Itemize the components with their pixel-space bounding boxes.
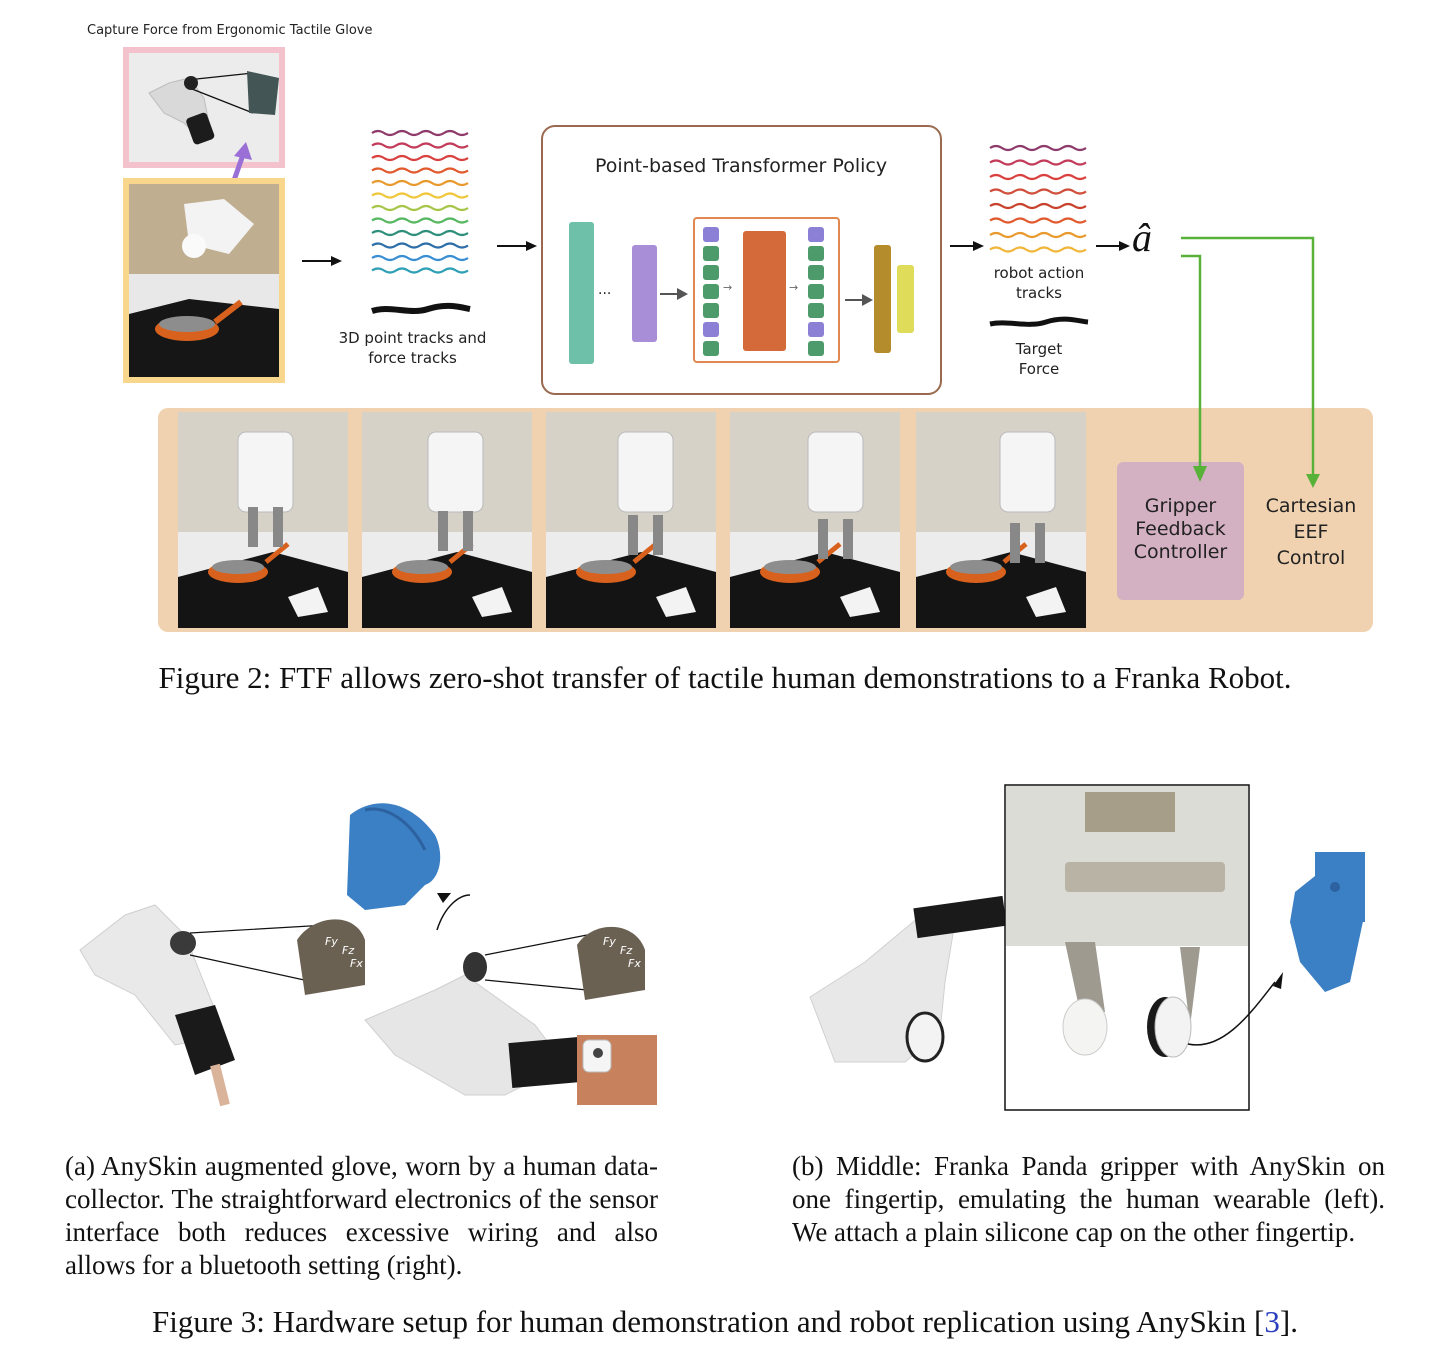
glove-photo [123,47,285,168]
force-label-fx: Fx [628,957,641,970]
glove-title: Capture Force from Ergonomic Tactile Glo… [87,23,373,38]
control-arrows [1181,236,1320,488]
token-square [808,227,824,242]
token-square [703,265,719,280]
force-label-fz: Fz [620,944,632,957]
track-line [371,154,469,162]
attention-block [743,231,786,351]
action-symbol: â [1132,215,1152,260]
force-label-fz: Fz [342,944,354,957]
franka-gripper-illustration [809,784,1365,1111]
force-label-fy: Fy [603,935,616,948]
token-arrow-icon: → [723,281,733,294]
track-line [989,144,1087,152]
track-line [371,179,469,187]
gripper-controller-label: Gripper Feedback Controller [1133,495,1228,563]
token-square [703,227,719,242]
token-square [703,303,719,318]
robot-frame-photo [362,412,532,628]
cartesian-control-label: Cartesian EEF Control [1265,495,1357,569]
target-force-label: Target Force [1015,340,1063,378]
arrow-right-icon [497,241,537,251]
target-force-line [989,316,1089,327]
input-embedding-block [569,222,594,364]
figure-3-caption-text: Figure 3: Hardware setup for human demon… [152,1304,1265,1339]
token-square [703,322,719,337]
token-square [703,246,719,261]
policy-title: Point-based Transformer Policy [594,155,888,177]
track-line [371,204,469,212]
track-line [371,267,469,274]
arrow-right-icon [845,294,873,306]
track-line [371,192,469,199]
anyskin-glove-illustration: Fy Fz Fx Fy Fz Fx [79,803,657,1107]
transformer-block: → → [693,217,840,363]
track-line [371,167,469,174]
track-line [989,202,1087,210]
token-square [703,341,719,356]
robot-tracks-graphic [989,144,1087,253]
track-line [371,242,469,249]
figure-2-caption: Figure 2: FTF allows zero-shot transfer … [158,660,1292,695]
robot-frame-photo [178,412,348,628]
robot-frame-photo [730,412,900,628]
arrow-right-icon [1096,241,1130,251]
token-square [808,322,824,337]
track-line [371,142,469,149]
arrow-right-icon [660,288,688,300]
demonstration-scene-image [129,184,279,377]
citation-link[interactable]: 3 [1264,1304,1280,1339]
tracks-label: 3D point tracks and force tracks [338,329,487,367]
subcaption-a: (a) AnySkin augmented glove, worn by a h… [65,1151,658,1280]
token-square [808,265,824,280]
subcaption-b: (b) Middle: Franka Panda gripper with An… [792,1151,1385,1247]
track-line [989,188,1087,195]
token-square [808,303,824,318]
track-line [371,217,469,224]
robot-frame-photo [916,412,1086,628]
arrow-right-icon [302,256,342,266]
projection-block [632,245,657,342]
robot-tracks-label: robot action tracks [993,264,1085,302]
track-line [371,254,469,262]
track-line [371,129,469,137]
force-label-fx: Fx [350,957,363,970]
track-line [989,173,1087,181]
token-square [808,246,824,261]
robot-frame-photo [546,412,716,628]
track-line [989,231,1087,239]
decoder-block [874,245,891,353]
track-line [989,246,1087,253]
gripper-controller-box: Gripper Feedback Controller [1117,462,1244,600]
track-line [371,229,469,237]
demonstration-photo [123,178,285,383]
point-tracks-graphic [371,129,471,314]
force-label-fy: Fy [325,935,338,948]
ellipsis: ... [598,282,612,298]
token-square [808,284,824,299]
arrow-right-icon [950,241,984,251]
token-arrow-icon: → [789,281,799,294]
figure-3-caption: Figure 3: Hardware setup for human demon… [0,1304,1450,1340]
glove-hand-image [148,71,279,145]
track-line [989,217,1087,224]
token-square [808,341,824,356]
policy-box: Point-based Transformer Policy ... → → [541,125,942,395]
figure-3-caption-end: ]. [1279,1304,1298,1339]
output-head-block [897,265,914,333]
track-line [989,159,1087,166]
token-square [703,284,719,299]
